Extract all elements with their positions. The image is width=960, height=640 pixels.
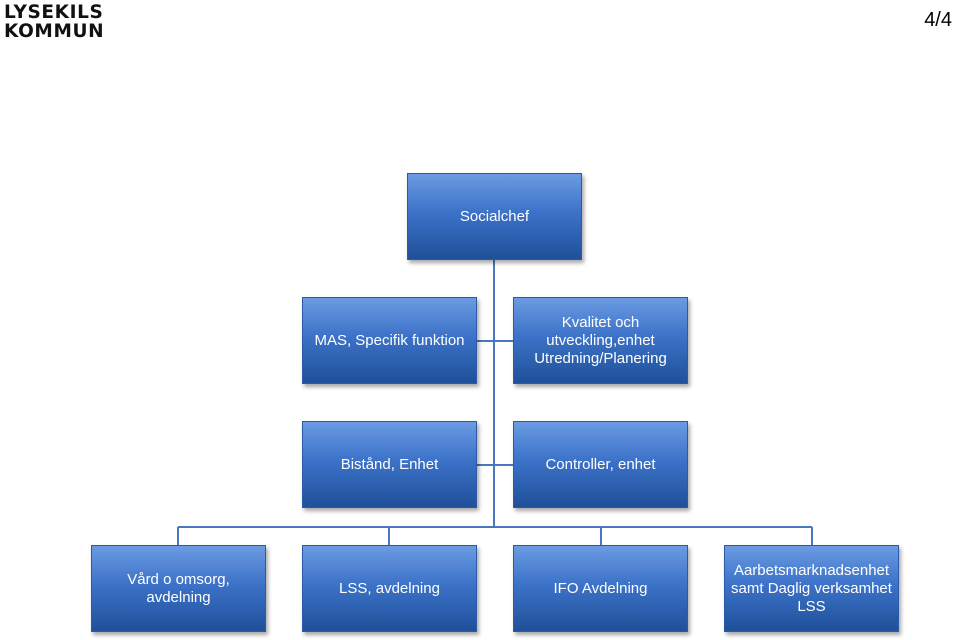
node-mas: MAS, Specifik funktion [302,297,477,384]
node-lss: LSS, avdelning [302,545,477,632]
node-controller: Controller, enhet [513,421,688,508]
node-vard-line-2: avdelning [146,588,211,606]
node-vard-omsorg: Vård o omsorg, avdelning [91,545,266,632]
node-lss-label: LSS, avdelning [339,579,440,597]
logo-line-2: KOMMUN [4,21,105,42]
node-bistand-label: Bistånd, Enhet [340,455,439,473]
node-kvalitet-label: Kvalitet och utveckling,enhet Utredning/… [534,314,667,368]
page-number: 4/4 [924,9,952,31]
node-bistand: Bistånd, Enhet [302,421,477,508]
node-arbetsmarknad-label: Aarbetsmarknadsenhet samt Daglig verksam… [731,562,892,616]
node-kvalitet-line-3: Utredning/Planering [534,349,667,367]
node-arbetsmarknad: Aarbetsmarknadsenhet samt Daglig verksam… [724,545,899,632]
node-vard-omsorg-label: Vård o omsorg, avdelning [127,571,230,607]
node-socialchef-label: Socialchef [459,207,530,225]
node-vard-line-1: Vård o omsorg, [127,570,230,588]
node-socialchef: Socialchef [407,173,582,260]
logo-line-1: LYSEKILS [4,2,104,23]
node-mas-label: MAS, Specifik funktion [314,331,465,349]
node-controller-label: Controller, enhet [545,455,656,473]
lysekils-kommun-logo: LYSEKILS KOMMUN [4,3,104,41]
node-kvalitet-line-2: utveckling,enhet [546,331,655,349]
node-kvalitet-line-1: Kvalitet och [561,313,640,331]
node-arbete-line-1: Aarbetsmarknadsenhet [733,561,890,579]
node-kvalitet: Kvalitet och utveckling,enhet Utredning/… [513,297,688,384]
node-arbete-line-2: samt Daglig verksamhet [731,579,892,597]
node-ifo-label: IFO Avdelning [553,579,648,597]
node-ifo: IFO Avdelning [513,545,688,632]
node-arbete-line-3: LSS [797,597,826,615]
